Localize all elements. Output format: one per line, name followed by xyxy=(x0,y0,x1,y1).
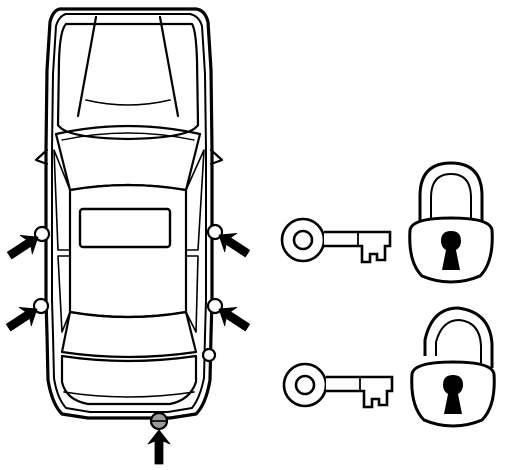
hood-ridge-left xyxy=(76,15,98,118)
lock-point-rear-right xyxy=(206,297,224,315)
windshield-inner xyxy=(61,132,195,141)
key-icon xyxy=(282,362,394,409)
lock-point-front-left xyxy=(33,225,51,243)
car-body-inner-outline xyxy=(51,13,207,413)
legend-locked-row xyxy=(280,161,494,284)
right-side-window-front xyxy=(185,149,205,251)
sunroof xyxy=(78,207,172,249)
padlock-open-icon xyxy=(410,306,496,428)
hood-ridge-right xyxy=(158,15,180,118)
left-side-window-front xyxy=(53,149,71,251)
hood-ridge-inner xyxy=(85,99,171,106)
right-mirror xyxy=(209,148,224,166)
lock-point-front-right xyxy=(206,223,224,241)
hood-outline xyxy=(56,22,200,141)
rear-bumper xyxy=(63,391,195,398)
roof xyxy=(68,183,188,319)
padlock-closed-icon xyxy=(408,161,494,284)
arrow-trunk-icon xyxy=(147,429,171,465)
fuel-flap-point xyxy=(201,347,217,363)
car-body-outline xyxy=(44,7,214,420)
legend-unlocked-row xyxy=(282,306,496,428)
car-top-view xyxy=(34,7,224,420)
left-mirror xyxy=(34,148,49,166)
lock-point-rear-left xyxy=(32,297,50,315)
key-icon xyxy=(280,217,392,264)
rear-window xyxy=(60,310,198,359)
